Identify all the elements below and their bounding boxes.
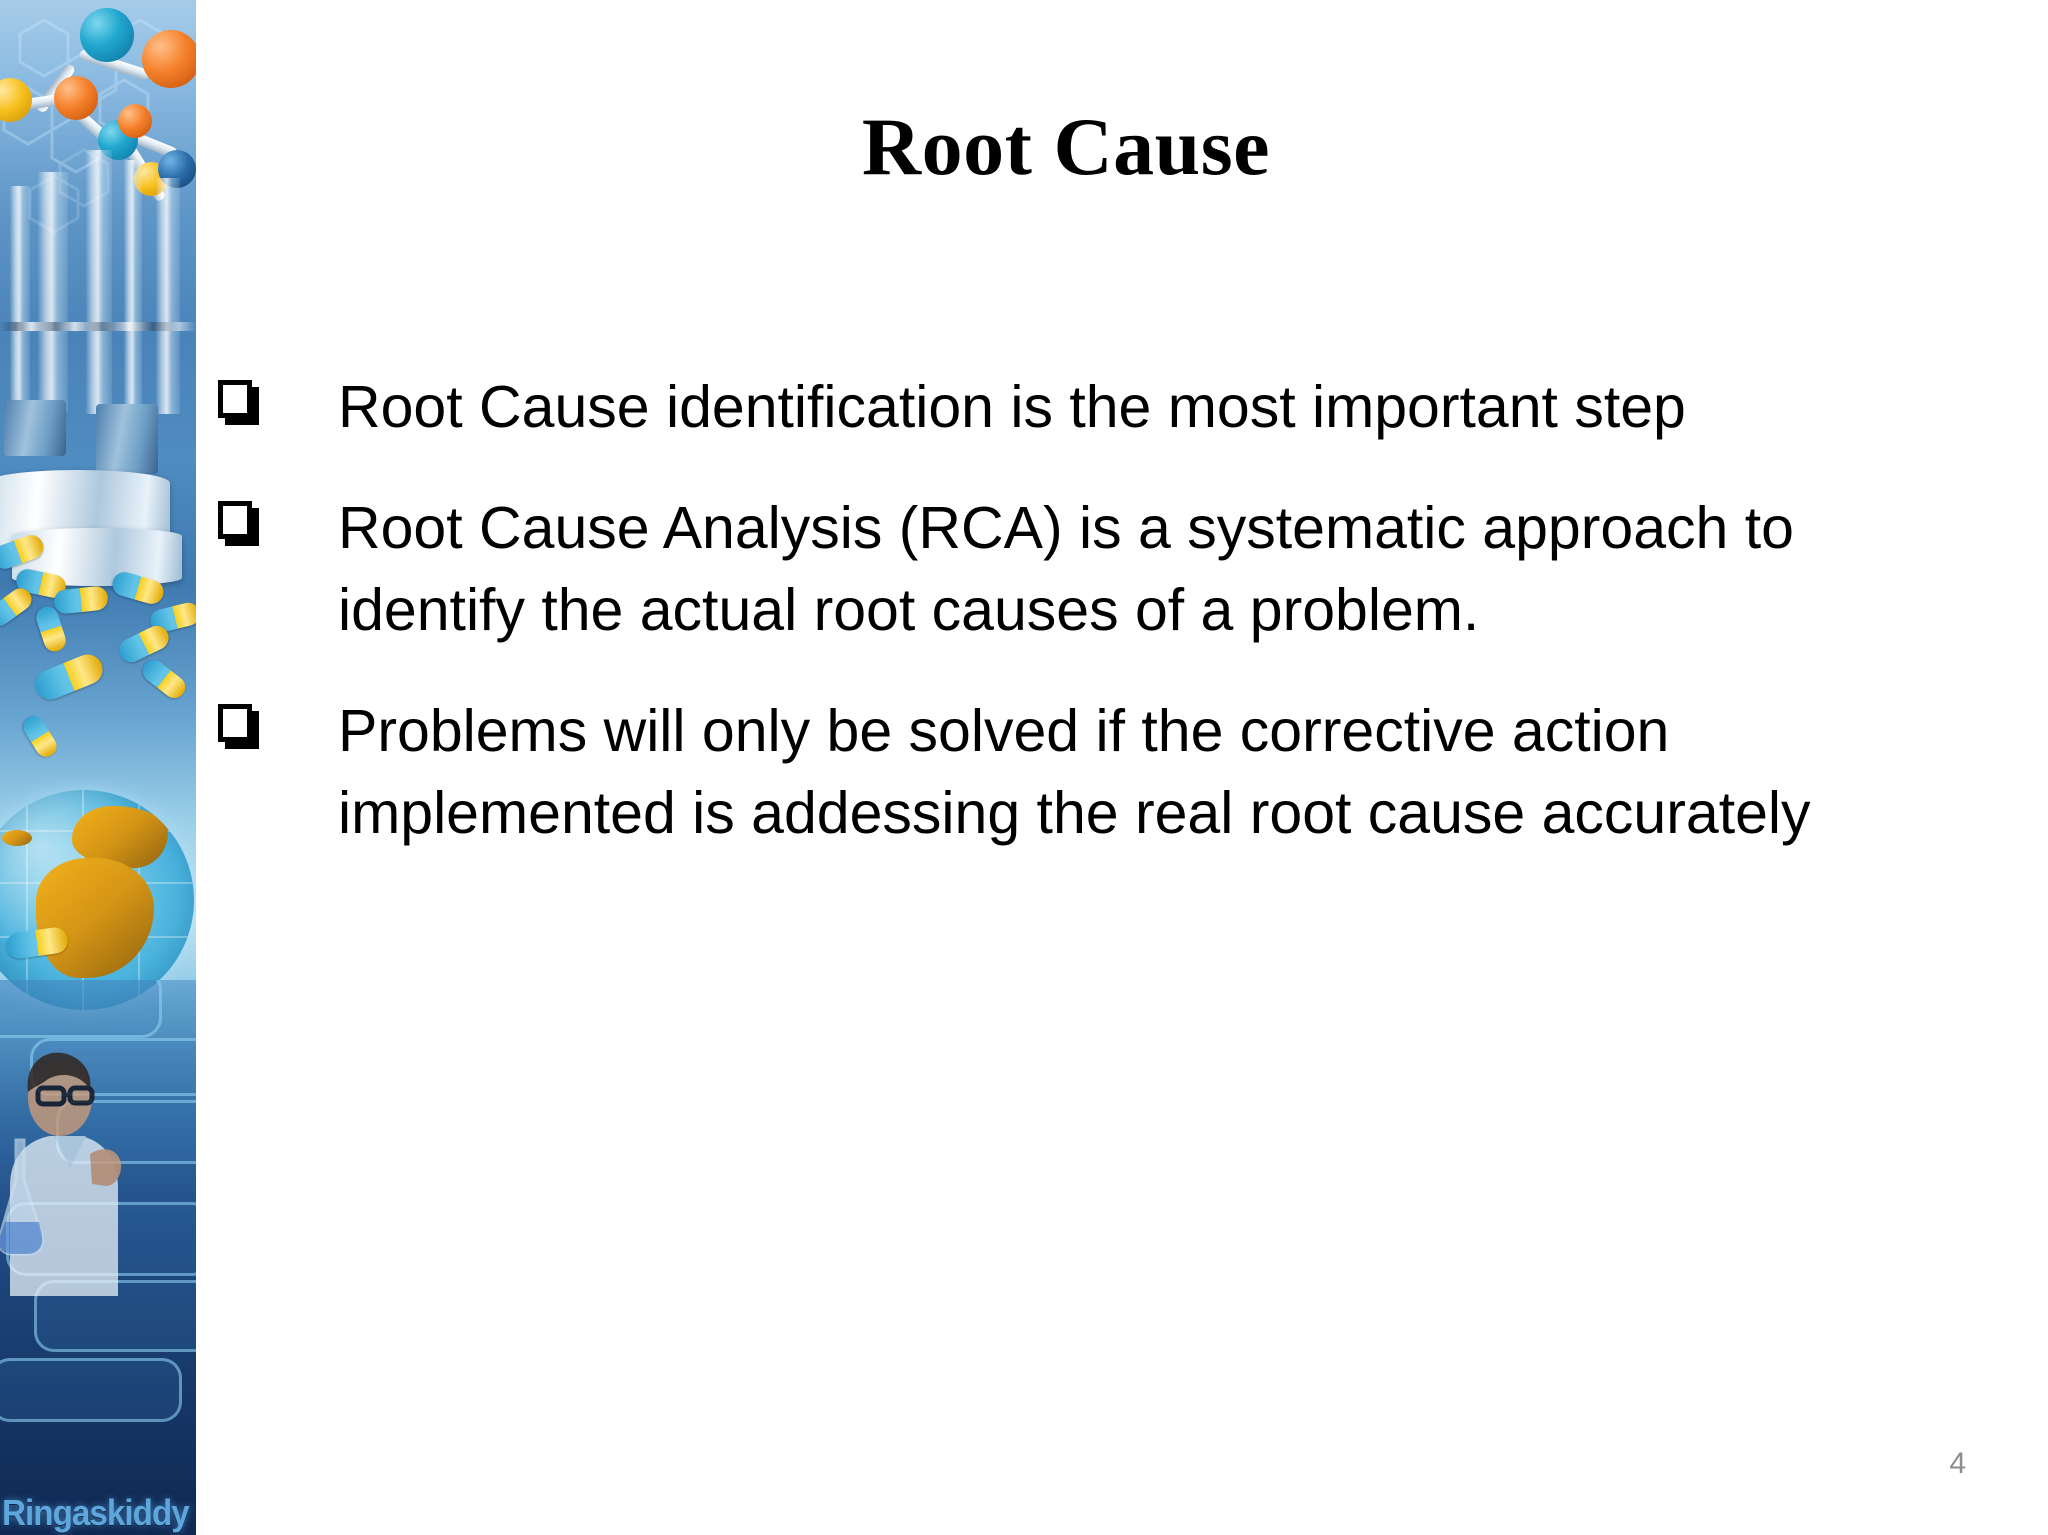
sidebar-caption: Ringaskiddy [2,1492,190,1533]
scientist-figure-icon [0,1052,122,1296]
list-item-text: Problems will only be solved if the corr… [338,697,1811,847]
capsule [19,712,61,761]
sidebar-decorative-image: Ringaskiddy [0,0,196,1535]
bullet-marker [218,366,338,428]
capsule [30,649,108,705]
hollow-square-bullet-icon [218,703,252,742]
capsule [138,655,190,703]
list-item: Root Cause Analysis (RCA) is a systemati… [218,487,1918,652]
bullet-marker [218,487,338,549]
capsule [52,585,110,615]
landmass-fragment [2,830,32,846]
glass-column [10,186,30,406]
neon-bar [0,980,162,1038]
page-number: 4 [1949,1447,1966,1480]
landmass-africa [36,858,154,978]
lab-imagery-block: Ringaskiddy [0,980,196,1535]
bullet-list: Root Cause identification is the most im… [218,366,1918,893]
bullet-marker [218,690,338,752]
slide-content-area: Root Cause Root Cause identification is … [196,0,2048,1535]
glass-column [86,150,112,414]
list-item-text: Root Cause Analysis (RCA) is a systemati… [338,494,1794,644]
neon-bar [0,1358,182,1422]
glass-column [38,172,68,412]
list-item: Root Cause identification is the most im… [218,366,1918,449]
atom-sphere-orange [54,76,98,120]
list-item: Problems will only be solved if the corr… [218,690,1918,855]
reactor-motor [4,400,66,456]
glass-column [156,178,180,414]
hollow-square-bullet-icon [218,380,252,418]
landmass-europe [72,806,168,868]
atom-sphere-blue [80,8,134,62]
page-title: Root Cause [861,101,1271,192]
valve-band [0,322,196,331]
atom-sphere-orange [142,30,196,88]
hollow-square-bullet-icon [218,500,252,539]
globe-grid-line [26,790,28,1010]
glass-column [124,160,142,412]
capsule [115,621,173,667]
list-item-text: Root Cause identification is the most im… [338,374,1686,440]
globe-graphic [0,790,194,1010]
atom-sphere-orange [118,104,152,138]
reactor-motor [96,404,158,474]
